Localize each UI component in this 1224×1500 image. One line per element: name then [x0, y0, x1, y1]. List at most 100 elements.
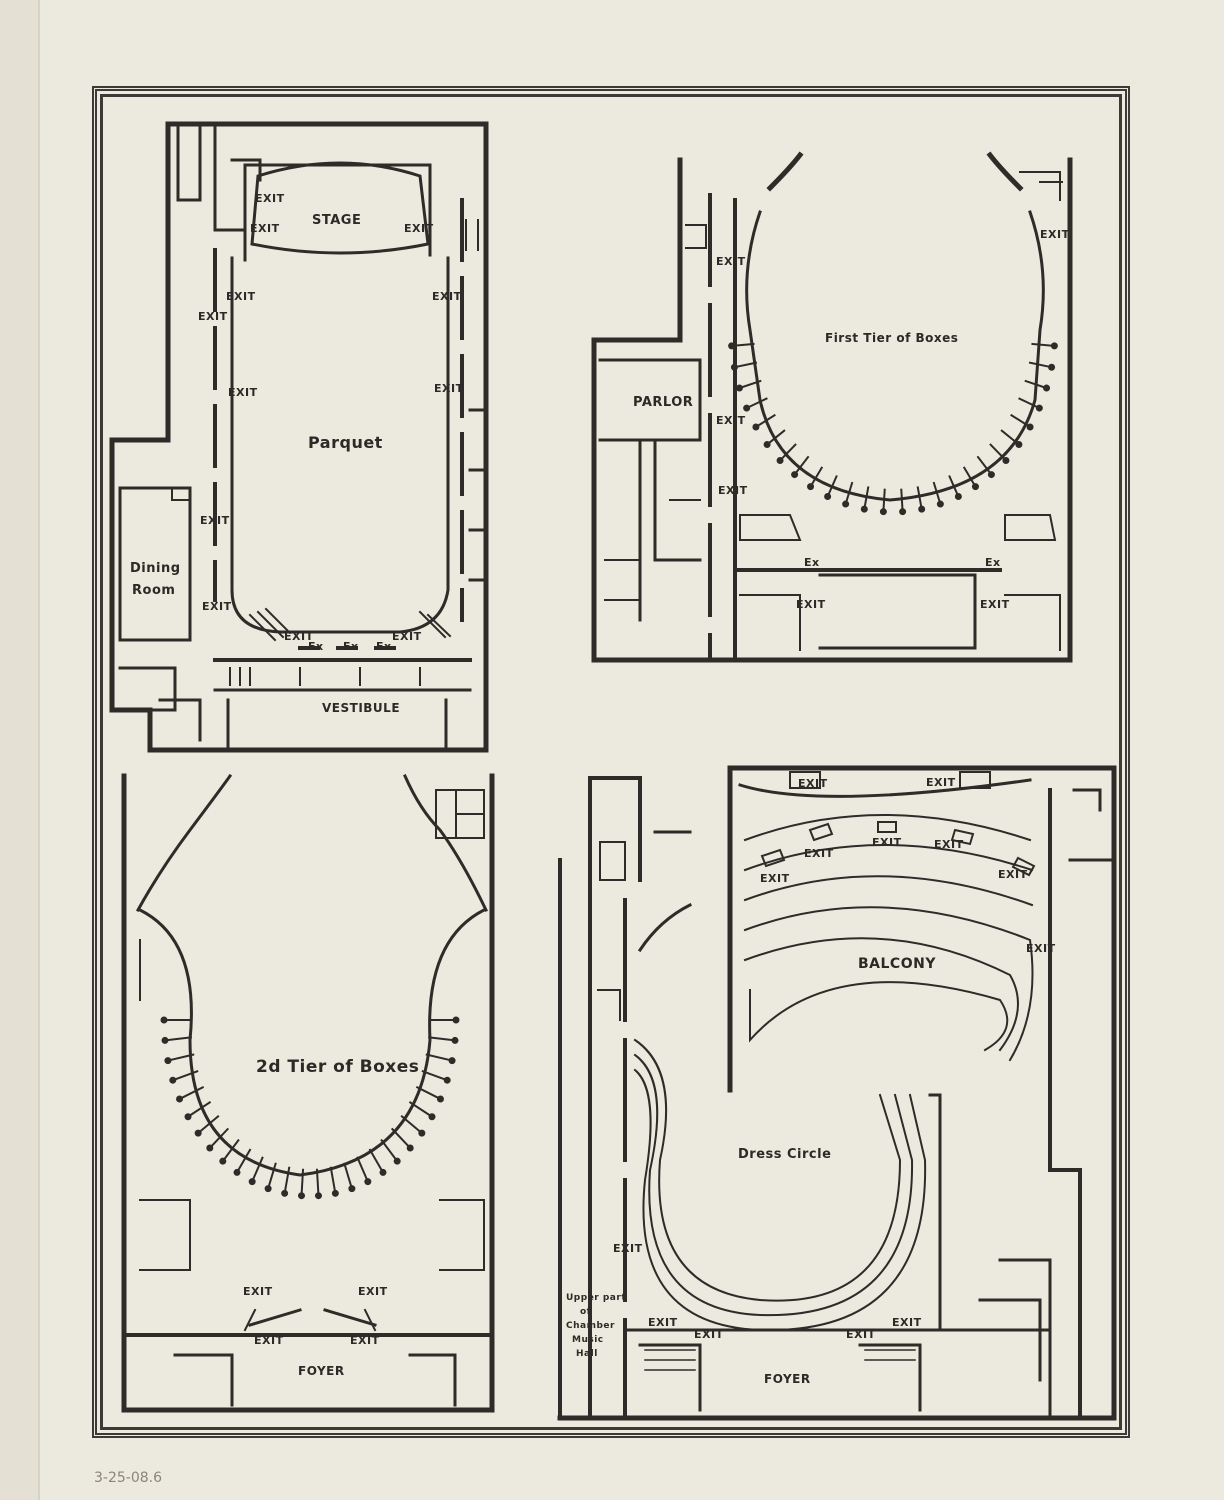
- box-divider-seat: [160, 1016, 168, 1024]
- box-divider-seat: [936, 500, 944, 508]
- label-exit: EXIT: [926, 776, 956, 789]
- box-divider: [266, 1162, 277, 1190]
- box-divider: [976, 455, 993, 476]
- box-divider: [765, 429, 786, 446]
- box-divider: [932, 481, 942, 506]
- box-divider: [738, 379, 762, 390]
- box-divider-seat: [743, 404, 751, 412]
- box-divider-seat: [379, 1168, 387, 1176]
- box-divider-seat: [451, 1036, 459, 1044]
- box-divider: [408, 1101, 434, 1119]
- box-divider: [425, 1053, 454, 1062]
- box-divider: [916, 486, 923, 511]
- label-exit: EXIT: [250, 222, 280, 235]
- page-border-inner: [100, 94, 1122, 1430]
- label-exit: EXIT: [404, 222, 434, 235]
- box-divider: [948, 475, 960, 498]
- label-exit: EXIT: [255, 192, 285, 205]
- box-divider-seat: [443, 1076, 451, 1084]
- box-divider: [329, 1166, 337, 1195]
- box-divider: [421, 1070, 449, 1082]
- box-divider: [1028, 361, 1053, 369]
- box-divider-seat: [169, 1076, 177, 1084]
- box-divider-seat: [298, 1192, 306, 1200]
- box-divider: [283, 1166, 291, 1195]
- box-divider-seat: [791, 471, 799, 479]
- label-stage: STAGE: [312, 213, 361, 228]
- box-divider-seat: [1002, 456, 1010, 464]
- box-divider: [1000, 429, 1021, 446]
- box-divider: [343, 1162, 354, 1190]
- plan-first-tier: [591, 151, 1073, 663]
- box-divider: [809, 466, 824, 489]
- box-divider: [826, 475, 838, 498]
- label-exit: EXIT: [872, 836, 902, 849]
- box-divider: [380, 1138, 399, 1163]
- box-divider-seat: [364, 1178, 372, 1186]
- box-divider-seat: [1015, 441, 1023, 449]
- label-exit: EXIT: [980, 598, 1010, 611]
- label-chamber: of: [580, 1307, 591, 1317]
- label-exit: EXIT: [350, 1334, 380, 1347]
- label-exit: EXIT: [613, 1242, 643, 1255]
- label-exit: EXIT: [760, 872, 790, 885]
- label-exit: EXIT: [228, 386, 258, 399]
- label-exit: EXIT: [716, 255, 746, 268]
- box-divider-seat: [164, 1057, 172, 1065]
- label-vestibule: VESTIBULE: [322, 701, 400, 715]
- box-divider-seat: [448, 1057, 456, 1065]
- label-exit: EXIT: [804, 847, 834, 860]
- label-ex: Ex: [308, 640, 324, 653]
- label-exit: EXIT: [694, 1328, 724, 1341]
- label-exit: EXIT: [358, 1285, 388, 1298]
- plan-second-tier: [121, 773, 495, 1413]
- box-divider: [315, 1168, 320, 1197]
- box-divider-seat: [752, 423, 760, 431]
- box-divider-seat: [428, 1113, 436, 1121]
- box-divider-seat: [219, 1157, 227, 1165]
- label-balcony: BALCONY: [858, 956, 936, 972]
- label-exit: EXIT: [392, 630, 422, 643]
- box-divider-seat: [1026, 423, 1034, 431]
- box-divider: [163, 1036, 192, 1042]
- box-divider-seat: [206, 1144, 214, 1152]
- box-divider: [250, 1156, 264, 1183]
- label-chamber: Upper part: [566, 1293, 626, 1303]
- box-divider: [730, 342, 755, 347]
- box-divider-seat: [842, 500, 850, 508]
- label-ex: Ex: [804, 556, 820, 569]
- archive-pencil-note: 3-25-08.6: [94, 1470, 162, 1486]
- box-divider-seat: [987, 471, 995, 479]
- label-exit: EXIT: [648, 1316, 678, 1329]
- box-divider-seat: [1043, 384, 1051, 392]
- box-divider-seat: [918, 505, 926, 513]
- label-ex: Ex: [376, 640, 392, 653]
- box-divider: [196, 1115, 220, 1135]
- box-divider-seat: [436, 1095, 444, 1103]
- box-divider-seat: [776, 456, 784, 464]
- label-exit: EXIT: [198, 310, 228, 323]
- box-divider-seat: [161, 1036, 169, 1044]
- label-exit: EXIT: [284, 630, 314, 643]
- box-divider-seat: [194, 1129, 202, 1137]
- plan-balcony: [557, 765, 1117, 1421]
- box-divider-seat: [824, 493, 832, 501]
- box-divider-seat: [331, 1189, 339, 1197]
- box-divider-seat: [452, 1016, 460, 1024]
- box-divider-seat: [248, 1178, 256, 1186]
- box-divider: [754, 413, 776, 429]
- box-divider: [178, 1085, 205, 1101]
- box-divider: [793, 455, 810, 476]
- box-divider-seat: [860, 505, 868, 513]
- box-divider: [1024, 379, 1048, 390]
- label-exit: EXIT: [434, 382, 464, 395]
- box-divider-seat: [393, 1157, 401, 1165]
- box-divider-seat: [348, 1185, 356, 1193]
- box-divider: [186, 1101, 212, 1119]
- box-divider-seat: [879, 508, 887, 516]
- box-divider-seat: [314, 1192, 322, 1200]
- box-divider: [900, 488, 904, 513]
- label-chamber: Music: [572, 1335, 604, 1345]
